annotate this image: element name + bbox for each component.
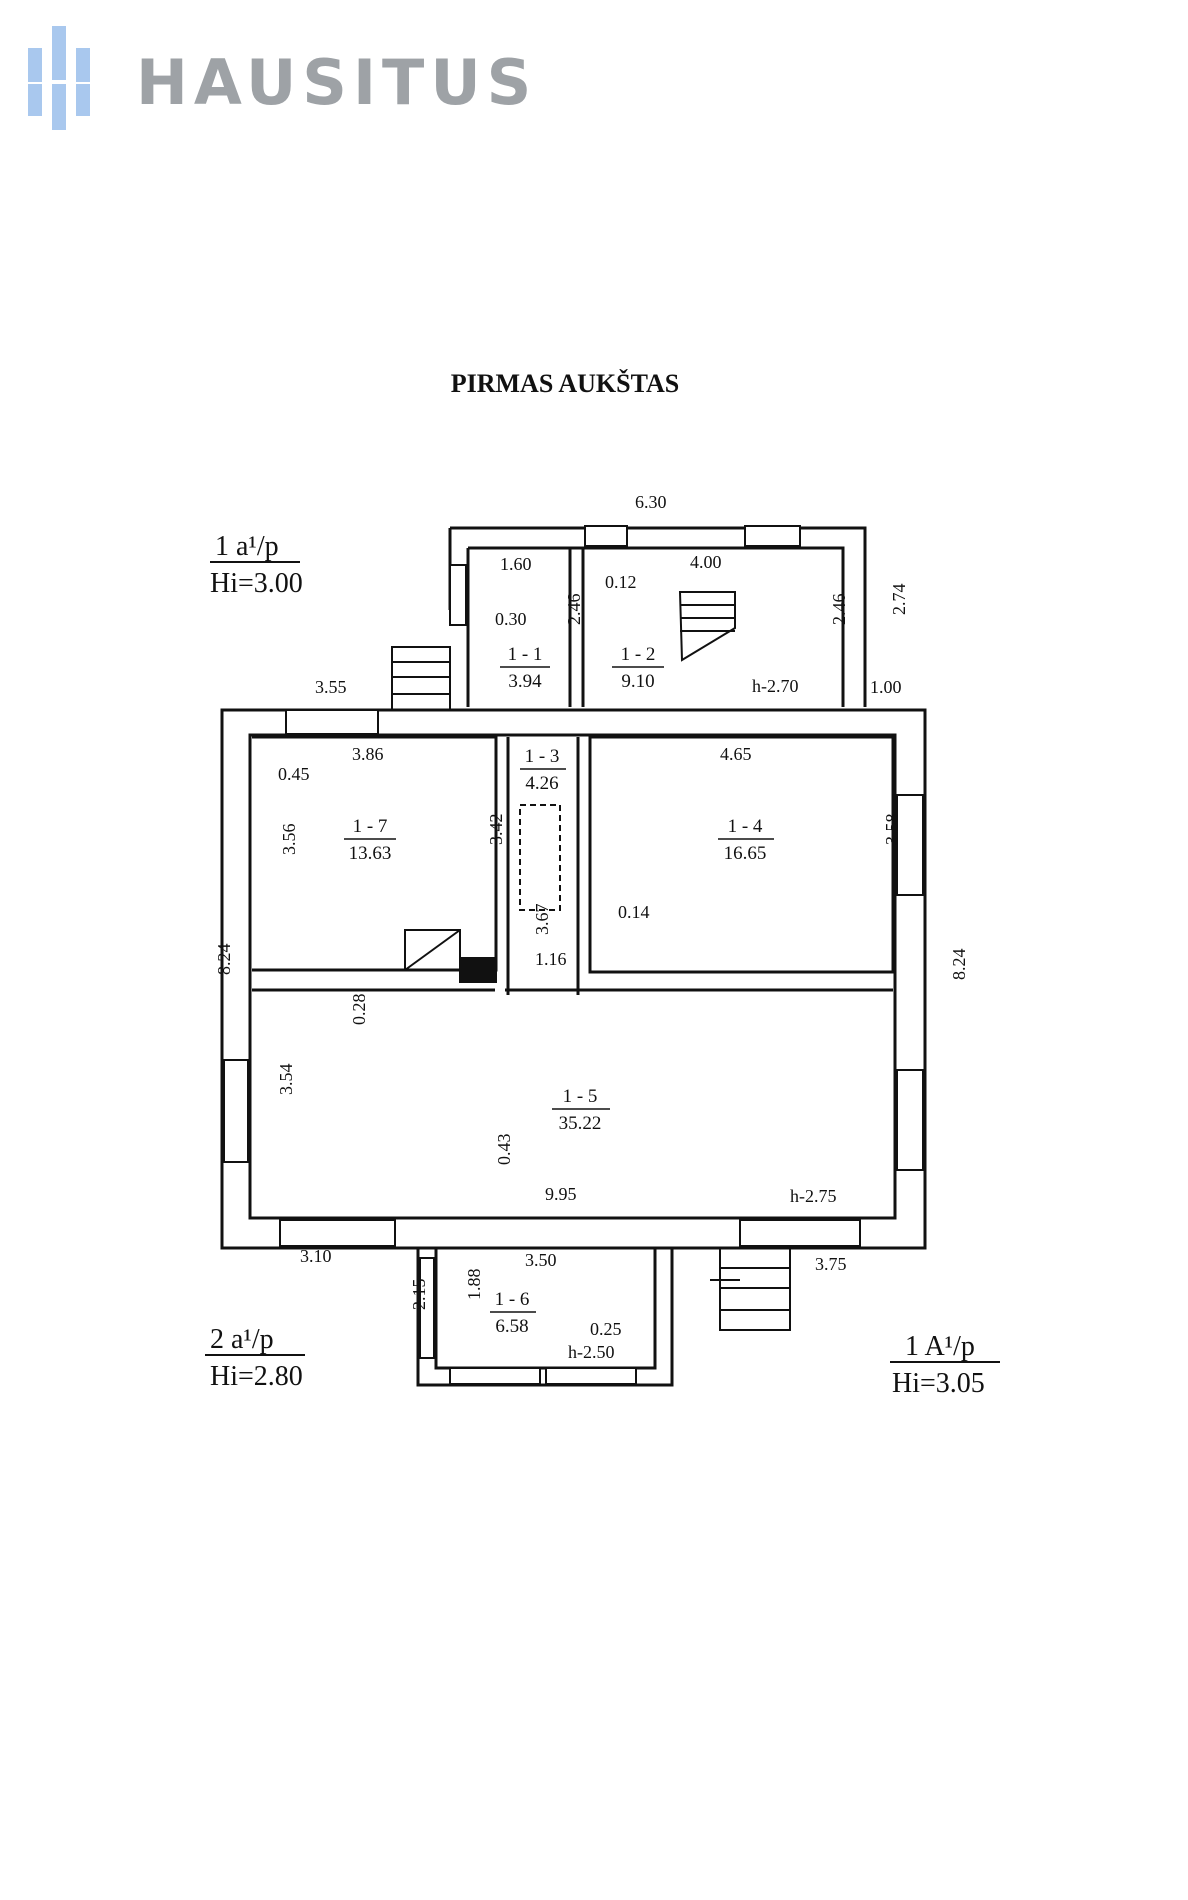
dimension: 0.12: [605, 572, 637, 592]
dimension: 2.15: [409, 1279, 429, 1311]
room-area: 4.26: [525, 773, 558, 794]
room-number: 1 - 7: [353, 816, 388, 837]
level-height: Hi=3.05: [892, 1368, 985, 1399]
dimension: 8.24: [949, 949, 969, 981]
dimension: 4.00: [690, 552, 722, 572]
dimension: 3.42: [486, 814, 506, 846]
room-area: 9.10: [621, 671, 654, 692]
dimension: 4.65: [720, 744, 752, 764]
dimension: 3.75: [815, 1254, 847, 1274]
dimension: 2.46: [829, 594, 849, 626]
plan-title: PIRMAS AUKŠTAS: [451, 369, 680, 398]
dimension: 0.45: [278, 764, 310, 784]
dimension: 9.95: [545, 1184, 577, 1204]
room-area: 16.65: [724, 843, 767, 864]
dimension: 0.30: [495, 609, 527, 629]
room-area: 13.63: [349, 843, 392, 864]
level-marks: 1 a¹/p Hi=3.00 2 a¹/p Hi=2.80 1 A¹/p Hi=…: [205, 531, 1000, 1399]
walls: [220, 526, 927, 1387]
brand-name: HAUSITUS: [136, 46, 538, 119]
windows: [223, 525, 924, 1385]
level-height: Hi=2.80: [210, 1361, 303, 1392]
level-mark: 2 a¹/p: [210, 1324, 274, 1355]
dimension: 0.25: [590, 1319, 622, 1339]
room-number: 1 - 1: [508, 644, 543, 665]
room-number: 1 - 3: [525, 746, 560, 767]
logo-mark-icon: [28, 26, 90, 130]
dimension: 3.67: [532, 904, 552, 936]
ceiling-heights: h-2.70 h-2.75 h-2.50: [568, 676, 837, 1362]
room-area: 6.58: [495, 1316, 528, 1337]
room-area: 35.22: [559, 1113, 602, 1134]
dimension: 2.46: [564, 594, 584, 626]
level-mark: 1 A¹/p: [905, 1331, 975, 1362]
dimension: 1.88: [464, 1269, 484, 1301]
dimension-labels: 6.30 1.60 4.00 0.12 0.30 2.46 2.46 2.74 …: [214, 492, 969, 1339]
dimension: 3.86: [352, 744, 384, 764]
dimension: 3.10: [300, 1246, 332, 1266]
room-number: 1 - 4: [728, 816, 763, 837]
level-mark: 1 a¹/p: [215, 531, 279, 562]
ceiling-height: h-2.70: [752, 676, 799, 696]
room-labels: 1 - 1 3.94 1 - 2 9.10 1 - 3 4.26 1 - 4 1…: [344, 644, 774, 1337]
ceiling-height: h-2.75: [790, 1186, 837, 1206]
dimension: 0.28: [349, 994, 369, 1026]
dimension: 8.24: [214, 944, 234, 976]
dimension: 3.50: [525, 1250, 557, 1270]
room-number: 1 - 6: [495, 1289, 530, 1310]
room-number: 1 - 5: [563, 1086, 598, 1107]
dimension: 6.30: [635, 492, 667, 512]
dimension: 3.54: [276, 1064, 296, 1096]
dimension: 3.56: [279, 824, 299, 856]
dimension: 3.55: [315, 677, 347, 697]
ceiling-height: h-2.50: [568, 1342, 615, 1362]
dimension: 1.00: [870, 677, 902, 697]
stove: [404, 804, 561, 983]
room-area: 3.94: [508, 671, 542, 692]
dimension: 1.60: [500, 554, 532, 574]
dimension: 0.43: [494, 1134, 514, 1166]
dimension: 2.74: [889, 584, 909, 616]
stairs: [391, 591, 791, 1331]
level-height: Hi=3.00: [210, 568, 303, 599]
dimension: 0.14: [618, 902, 650, 922]
room-number: 1 - 2: [621, 644, 656, 665]
dimension: 1.16: [535, 949, 567, 969]
dimension: 3.58: [882, 814, 902, 846]
hausitus-logo: HAUSITUS: [28, 26, 588, 136]
